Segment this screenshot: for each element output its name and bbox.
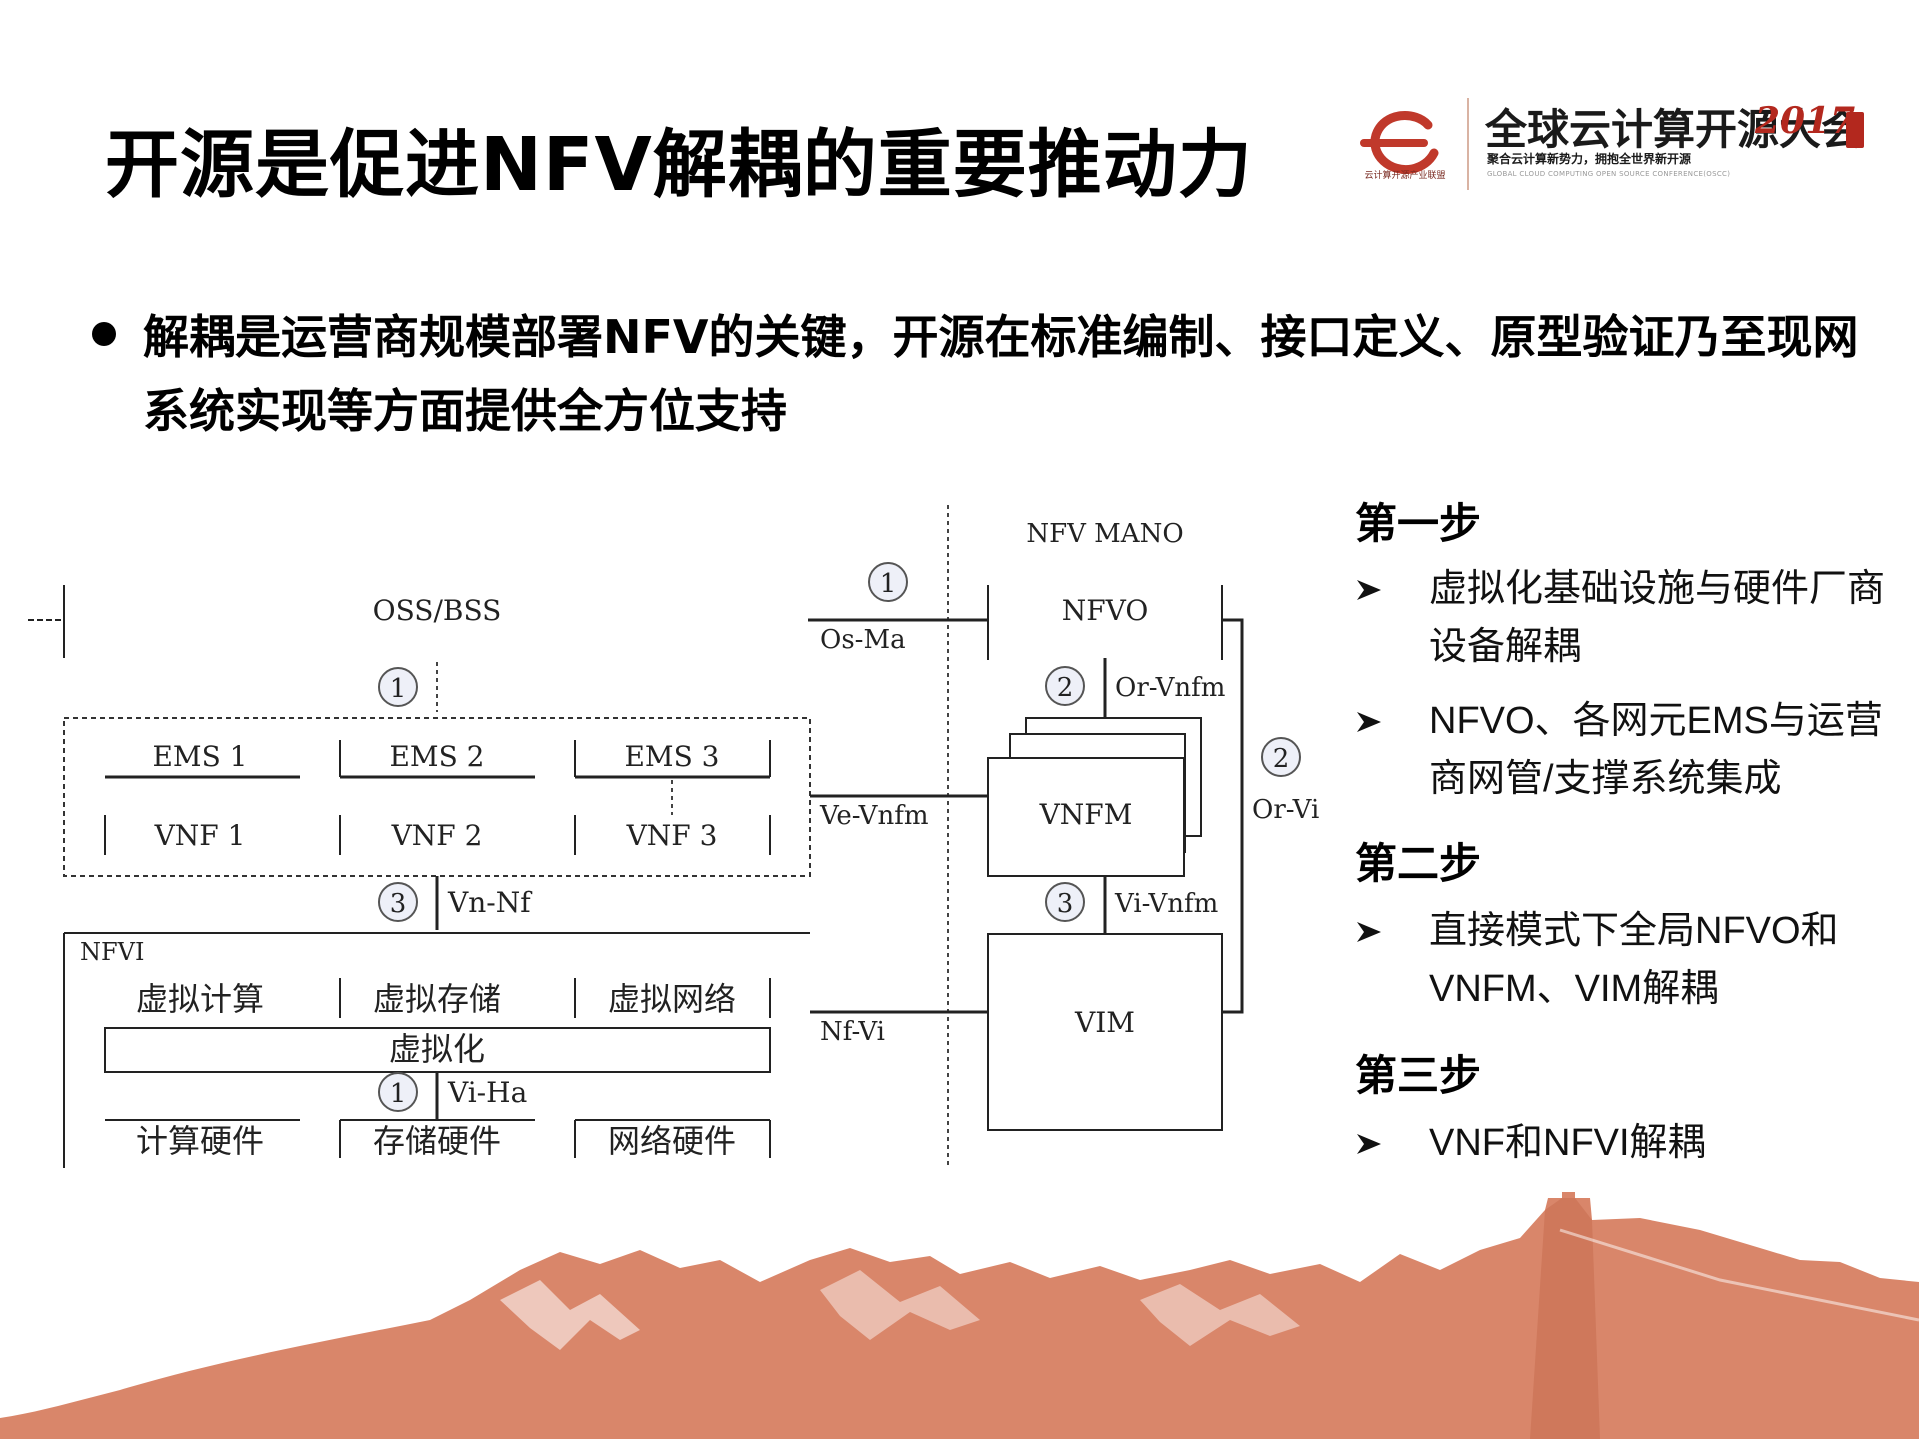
logo-divider [1467, 98, 1469, 190]
vi-ha-label: Vi-Ha [447, 1076, 527, 1109]
nfvi-label: NFVI [80, 938, 144, 966]
nfv-architecture-diagram: .ln { stroke: #222; stroke-width: 2; fil… [28, 505, 1319, 1168]
ems-3-label: EMS 3 [624, 740, 719, 773]
arrow-bullet-icon [1357, 580, 1381, 600]
svg-text:3: 3 [1057, 889, 1074, 919]
vn-nf-label: Vn-Nf [447, 886, 533, 919]
step-1-item-1-text: 虚拟化基础设施与硬件厂商设备解耦 [1429, 568, 1886, 668]
step-marker-vi-vnfm [1045, 882, 1085, 922]
arrow-bullet-icon [1357, 1134, 1381, 1154]
conference-year: 2017 [1755, 100, 1856, 142]
vnfm-label: VNFM [1039, 798, 1133, 831]
storage-hardware-label: 存储硬件 [373, 1122, 501, 1160]
svg-text:1: 1 [390, 674, 407, 704]
main-bullet-text: 解耦是运营商规模部署NFV的关键，开源在标准编制、接口定义、原型验证乃至现网系统… [143, 310, 1859, 438]
network-hardware-label: 网络硬件 [608, 1122, 736, 1160]
compute-hardware-label: 计算硬件 [136, 1122, 264, 1160]
svg-text:2: 2 [1057, 673, 1074, 703]
alliance-logo-icon [1360, 111, 1439, 175]
step-2-item-1-text: 直接模式下全局NFVO和VNFM、VIM解耦 [1429, 910, 1839, 1010]
svg-text:1: 1 [390, 1079, 407, 1109]
virtual-storage-label: 虚拟存储 [373, 980, 501, 1018]
oss-bss-label: OSS/BSS [373, 594, 502, 627]
or-vi-link [1222, 618, 1244, 1014]
step-marker-os-ma [868, 562, 908, 602]
vim-box [987, 933, 1223, 1131]
ems-1-label: EMS 1 [152, 740, 247, 773]
nfvo-label: NFVO [1062, 594, 1149, 627]
nf-vi-label: Nf-Vi [820, 1017, 885, 1047]
svg-text:1: 1 [880, 569, 897, 599]
vnfm-box [987, 757, 1185, 877]
arrow-bullet-icon [1357, 712, 1381, 732]
ve-vnfm-label: Ve-Vnfm [819, 801, 928, 831]
virtual-network-label: 虚拟网络 [608, 980, 736, 1018]
step-2-heading: 第二步 [1355, 839, 1482, 888]
virtualization-label: 虚拟化 [389, 1030, 485, 1068]
seal-icon [1846, 112, 1864, 148]
vnf-1-label: VNF 1 [154, 819, 246, 852]
conference-name: 全球云计算开源大会 [1485, 105, 1864, 154]
step-marker-oss-ems [378, 667, 418, 707]
or-vnfm-label: Or-Vnfm [1115, 673, 1225, 703]
conference-english-name: GLOBAL CLOUD COMPUTING OPEN SOURCE CONFE… [1487, 170, 1731, 178]
alliance-caption: 云计算开源产业联盟 [1364, 171, 1446, 181]
arrow-bullet-icon [1357, 922, 1381, 942]
ems-vnf-container [63, 717, 811, 877]
svg-text:2: 2 [1273, 744, 1290, 774]
great-wall-landscape-icon [0, 1192, 1919, 1439]
step-marker-or-vi [1261, 737, 1301, 777]
svg-text:3: 3 [390, 889, 407, 919]
step-3-item-1-text: VNF和NFVI解耦 [1429, 1122, 1706, 1164]
virtual-compute-label: 虚拟计算 [136, 980, 264, 1018]
vi-vnfm-label: Vi-Vnfm [1114, 889, 1218, 919]
ems-2-label: EMS 2 [389, 740, 484, 773]
nfv-mano-label: NFV MANO [1026, 519, 1183, 549]
step-marker-vi-ha [378, 1072, 418, 1112]
step-3-heading: 第三步 [1355, 1051, 1482, 1100]
step-1-item-2-text: NFVO、各网元EMS与运营商网管/支撑系统集成 [1429, 700, 1883, 800]
os-ma-label: Os-Ma [820, 625, 906, 655]
vnf-2-label: VNF 2 [391, 819, 483, 852]
step-1-heading: 第一步 [1355, 499, 1482, 548]
or-vi-label: Or-Vi [1252, 795, 1319, 825]
step-marker-or-vnfm [1045, 666, 1085, 706]
vim-label: VIM [1074, 1006, 1135, 1039]
vnf-3-label: VNF 3 [626, 819, 718, 852]
step-marker-vn-nf [378, 882, 418, 922]
conference-logo: 云计算开源产业联盟 全球云计算开源大会 2017 聚合云计算新势力，拥抱全世界新… [1350, 88, 1870, 198]
slide-title: 开源是促进NFV解耦的重要推动力 [105, 122, 1253, 208]
bullet-dot-icon [92, 322, 116, 346]
conference-slogan: 聚合云计算新势力，拥抱全世界新开源 [1487, 152, 1692, 166]
